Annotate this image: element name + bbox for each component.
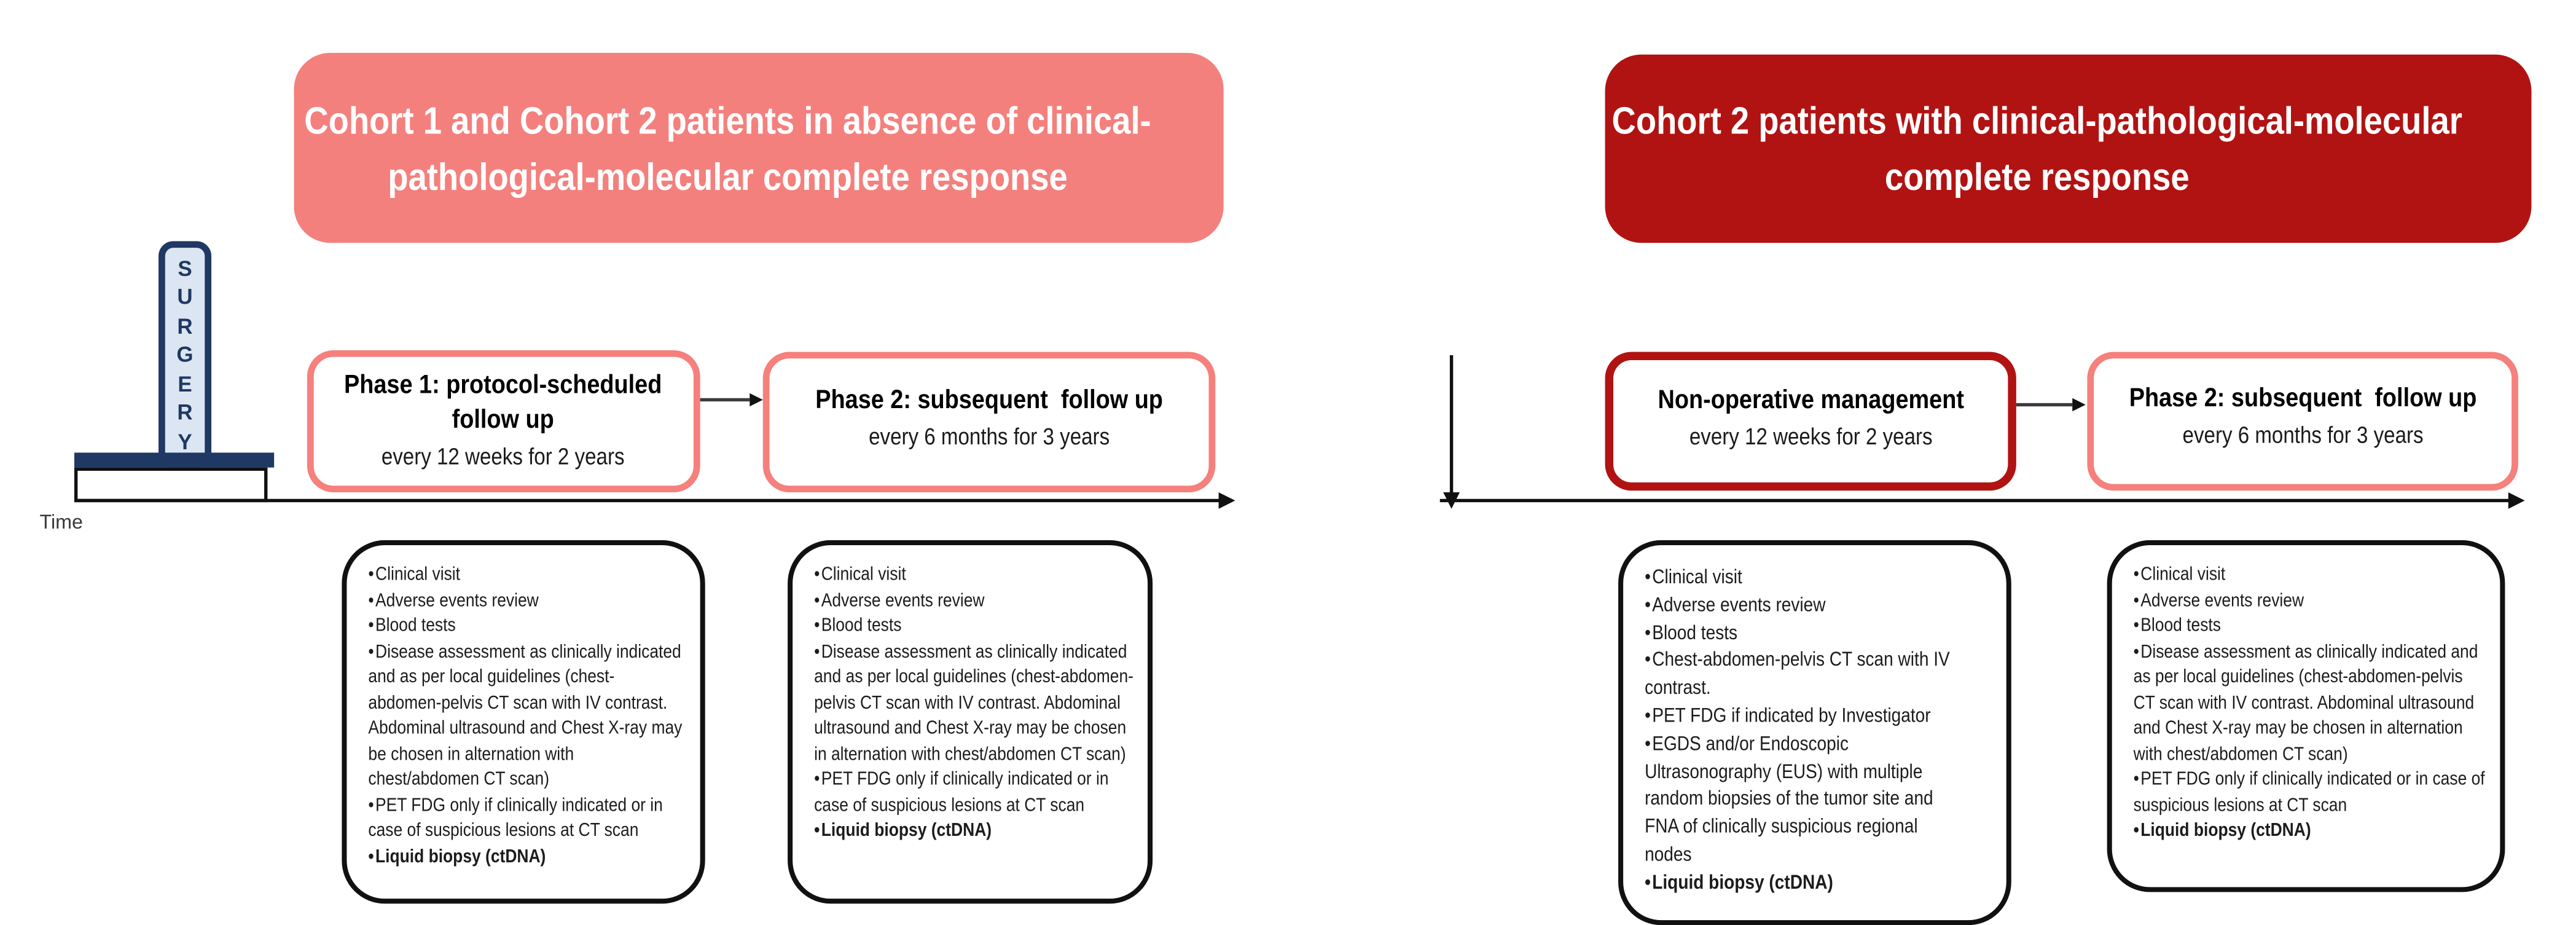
checklist-item: Liquid biopsy (ctDNA) <box>814 819 1134 845</box>
arrowhead-right-icon <box>2072 398 2086 411</box>
checklist-phase2-left: Clinical visitAdverse events reviewBlood… <box>788 540 1153 904</box>
checklist-item: Adverse events review <box>1645 591 1957 619</box>
surgery-box-label: SURGERY <box>176 256 194 454</box>
phase2-box-right: Phase 2: subsequent follow up every 6 mo… <box>2087 352 2518 491</box>
cohort2-complete-response-header-text: Cohort 2 patients with clinical-patholog… <box>1611 99 2462 199</box>
checklist-item: Blood tests <box>814 615 1134 640</box>
surgery-baseline-bar <box>74 452 275 468</box>
timeline-base-rect <box>74 467 268 503</box>
checklist-item: Clinical visit <box>814 564 1134 589</box>
checklist-item: Liquid biopsy (ctDNA) <box>2134 819 2487 845</box>
checklist-item: Liquid biopsy (ctDNA) <box>368 845 687 871</box>
phase2-left-subtitle: every 6 months for 3 years <box>868 423 1110 450</box>
checklist-item: EGDS and/or Endoscopic Ultrasonography (… <box>1645 730 1957 868</box>
checklist-phase2-right: Clinical visitAdverse events reviewBlood… <box>2107 540 2505 892</box>
arrowhead-right-icon <box>2508 492 2525 509</box>
checklist-item: Blood tests <box>1645 619 1957 647</box>
checklist-item: Adverse events review <box>368 589 687 615</box>
cohort1-2-no-response-header: Cohort 1 and Cohort 2 patients in absenc… <box>294 53 1224 243</box>
phase2-box-left: Phase 2: subsequent follow up every 6 mo… <box>762 352 1216 492</box>
phase1-subtitle: every 12 weeks for 2 years <box>382 443 625 470</box>
checklist-item: Clinical visit <box>2134 564 2487 589</box>
phase1-box: Phase 1: protocol-scheduled follow up ev… <box>307 350 700 492</box>
checklist-item: Blood tests <box>368 615 687 640</box>
non-operative-subtitle: every 12 weeks for 2 years <box>1689 423 1933 450</box>
checklist-item: Chest-abdomen-pelvis CT scan with IV con… <box>1645 647 1957 702</box>
arrowhead-right-icon <box>750 393 763 406</box>
checklist-item: Disease assessment as clinically indicat… <box>2134 640 2487 768</box>
checklist-item: Liquid biopsy (ctDNA) <box>1645 868 1957 896</box>
non-operative-management-box: Non-operative management every 12 weeks … <box>1605 352 2016 491</box>
time-axis-label: Time <box>39 510 84 534</box>
checklist-item: PET FDG only if clinically indicated or … <box>2134 768 2487 819</box>
arrow-phase1-to-phase2 <box>700 393 763 406</box>
non-operative-title: Non-operative management <box>1657 386 1964 415</box>
arrow-nonoperative-to-phase2 <box>2016 398 2086 411</box>
checklist-item: Clinical visit <box>1645 564 1957 591</box>
cohort1-2-no-response-header-text: Cohort 1 and Cohort 2 patients in absenc… <box>303 98 1151 198</box>
phase2-right-subtitle: every 6 months for 3 years <box>2182 421 2424 448</box>
checklist-item: Adverse events review <box>814 589 1134 615</box>
surgery-box: SURGERY <box>159 241 212 470</box>
phase2-right-title: Phase 2: subsequent follow up <box>2129 385 2476 413</box>
checklist-item: Clinical visit <box>368 564 687 589</box>
checklist-item: Adverse events review <box>2134 589 2487 615</box>
phase1-title: Phase 1: protocol-scheduled follow up <box>345 371 669 435</box>
checklist-item: PET FDG only if clinically indicated or … <box>368 793 687 844</box>
timeline-arrow-right <box>1439 492 2525 509</box>
timeline-arrow-left <box>74 492 1235 509</box>
cohort2-complete-response-header: Cohort 2 patients with clinical-patholog… <box>1605 54 2532 243</box>
checklist-item: Disease assessment as clinically indicat… <box>814 640 1134 768</box>
checklist-item: Blood tests <box>2134 615 2487 640</box>
checklist-item: PET FDG if indicated by Investigator <box>1645 702 1957 730</box>
arrowhead-right-icon <box>1218 492 1235 509</box>
phase2-left-title: Phase 2: subsequent follow up <box>815 386 1163 415</box>
checklist-phase1: Clinical visitAdverse events reviewBlood… <box>342 540 705 904</box>
checklist-item: Disease assessment as clinically indicat… <box>368 640 687 794</box>
checklist-item: PET FDG only if clinically indicated or … <box>814 768 1134 819</box>
vertical-drop-arrow <box>1443 355 1460 509</box>
checklist-non-operative: Clinical visitAdverse events reviewBlood… <box>1618 540 2011 925</box>
